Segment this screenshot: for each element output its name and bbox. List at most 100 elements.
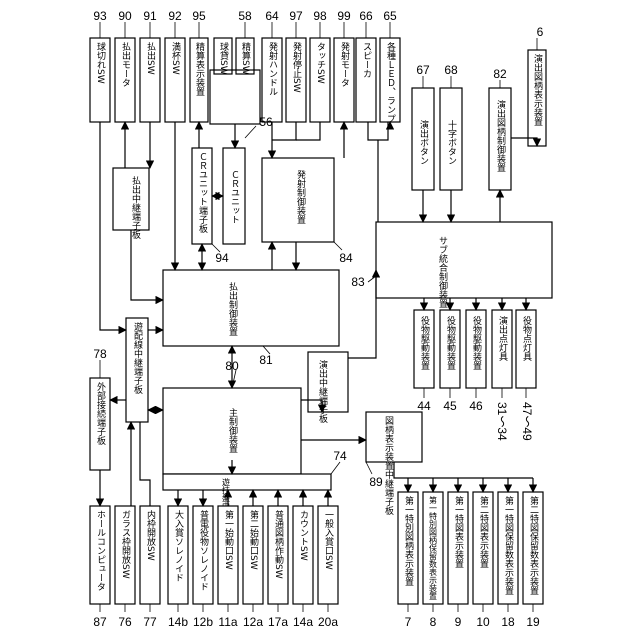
ball-lend-switch: 球貸SW <box>214 38 232 75</box>
svg-text:払出制御装置: 払出制御装置 <box>227 281 238 336</box>
role-drive-device-46: 役物駆動装置 <box>466 310 486 388</box>
svg-text:第二始動口SW: 第二始動口SW <box>248 509 259 570</box>
ref-44: 44 <box>417 399 431 413</box>
general-prize-switch: 一般入賞口SW <box>318 506 338 604</box>
svg-text:普電役物ソレノイド: 普電役物ソレノイド <box>198 509 209 591</box>
ref-65: 65 <box>383 9 397 23</box>
ref-64: 64 <box>265 9 279 23</box>
ordinary-role-solenoid: 普電役物ソレノイド <box>193 506 213 604</box>
ref-11a: 11a <box>218 615 237 629</box>
ref-90: 90 <box>118 9 132 23</box>
svg-text:各種ＬＥＤ、ランプ: 各種ＬＥＤ、ランプ <box>385 41 396 123</box>
svg-text:遊配線中継端子板: 遊配線中継端子板 <box>132 321 143 395</box>
normal-pattern-switch: 普通図柄作動SW <box>268 506 288 604</box>
ref-14b: 14b <box>168 615 188 629</box>
ref-82: 82 <box>493 67 507 81</box>
payout-controller: 払出制御装置 <box>163 270 339 346</box>
svg-text:発射モータ: 発射モータ <box>339 41 350 87</box>
ref-66: 66 <box>359 9 373 23</box>
role-drive-device-45: 役物駆動装置 <box>440 310 460 388</box>
wiring-relay-board: 遊配線中継端子板 <box>126 318 148 422</box>
ref-94: 94 <box>215 251 229 265</box>
svg-text:役物駆動装置: 役物駆動装置 <box>419 315 430 370</box>
full-tank-switch: 満杯SW <box>165 38 185 122</box>
display-10: 第二特図表示装置 <box>473 492 493 604</box>
effect-pattern-display: 演出図柄表示装置 <box>528 50 546 146</box>
second-start-switch: 第二始動口SW <box>243 506 263 604</box>
svg-text:第一特別図柄保留数表示装置: 第一特別図柄保留数表示装置 <box>429 495 438 600</box>
svg-text:サブ統合制御装置: サブ統合制御装置 <box>437 236 448 308</box>
svg-text:主制御装置: 主制御装置 <box>227 407 238 453</box>
ref-93: 93 <box>93 9 107 23</box>
svg-text:払出モータ: 払出モータ <box>120 41 131 87</box>
svg-text:払出SW: 払出SW <box>145 41 156 75</box>
effect-pattern-controller: 演出図柄制御装置 <box>489 88 511 190</box>
ref-95: 95 <box>192 9 206 23</box>
ref-9: 9 <box>455 615 462 629</box>
ref-97: 97 <box>289 9 303 23</box>
svg-text:図柄表示装置中継端子板: 図柄表示装置中継端子板 <box>383 416 394 516</box>
ref-12a: 12a <box>243 615 263 629</box>
svg-text:精算表示装置: 精算表示装置 <box>194 41 205 96</box>
ref-6: 6 <box>537 25 544 39</box>
svg-text:発射制御装置: 発射制御装置 <box>295 169 306 224</box>
ref-46: 46 <box>469 399 483 413</box>
settle-switch: 精算SW <box>236 38 254 75</box>
cr-unit-terminal-board: ＣＲユニット端子板 <box>192 148 212 244</box>
cr-unit: ＣＲユニット <box>223 148 245 244</box>
ref-83: 83 <box>351 275 365 289</box>
ref-76: 76 <box>118 615 132 629</box>
role-lamp: 役物点灯具 <box>516 310 536 388</box>
ref-84: 84 <box>339 251 353 265</box>
first-start-switch: 第一始動口SW <box>218 506 238 604</box>
ref-78: 78 <box>93 347 107 361</box>
ref-91: 91 <box>143 9 157 23</box>
svg-text:スピーカ: スピーカ <box>361 42 371 78</box>
svg-text:第一始動口SW: 第一始動口SW <box>223 509 234 570</box>
svg-text:役物駆動装置: 役物駆動装置 <box>445 315 456 370</box>
svg-text:十字ボタン: 十字ボタン <box>446 119 457 165</box>
svg-text:内枠開放SW: 内枠開放SW <box>145 509 156 561</box>
svg-text:球切れSW: 球切れSW <box>95 41 106 84</box>
svg-text:一般入賞口SW: 一般入賞口SW <box>323 510 334 570</box>
svg-text:外部接続端子板: 外部接続端子板 <box>95 381 106 446</box>
display-7: 第一特別図柄表示装置 <box>398 492 418 604</box>
svg-text:普通図柄作動SW: 普通図柄作動SW <box>273 509 284 579</box>
ref-18: 18 <box>501 615 515 629</box>
ref-77: 77 <box>143 615 157 629</box>
svg-text:演出ボタン: 演出ボタン <box>418 119 429 165</box>
svg-text:第一特図保留数表示装置: 第一特図保留数表示装置 <box>503 495 514 595</box>
cross-button: 十字ボタン <box>440 88 462 190</box>
effect-button: 演出ボタン <box>412 88 434 190</box>
ref-92: 92 <box>168 9 182 23</box>
ref-98: 98 <box>313 9 327 23</box>
ref-19: 19 <box>526 615 540 629</box>
glass-frame-open-switch: ガラス枠開放SW <box>115 506 135 604</box>
touch-switch: タッチSW <box>310 38 330 122</box>
ref-10: 10 <box>476 615 490 629</box>
svg-text:カウントSW: カウントSW <box>298 510 308 561</box>
svg-text:発射ハンドル: 発射ハンドル <box>267 41 278 96</box>
ref-89: 89 <box>369 475 383 489</box>
ref-20a: 20a <box>318 615 338 629</box>
ref-17a: 17a <box>268 615 288 629</box>
payout-relay-board: 払出中継端子板 <box>113 168 149 240</box>
ref-31-34: 31〜34 <box>495 402 509 441</box>
svg-text:満杯SW: 満杯SW <box>170 42 181 75</box>
ref-8: 8 <box>430 615 437 629</box>
svg-text:ＣＲユニット: ＣＲユニット <box>229 170 240 224</box>
display-19: 第二特図保留数表示装置 <box>523 492 543 604</box>
ref-99: 99 <box>337 9 351 23</box>
count-switch: カウントSW <box>293 506 313 604</box>
display-8: 第一特別図柄保留数表示装置 <box>423 492 443 604</box>
svg-text:演出図柄制御装置: 演出図柄制御装置 <box>495 99 506 172</box>
ball-shortage-switch: 球切れSW <box>90 38 110 122</box>
svg-text:ＣＲユニット端子板: ＣＲユニット端子板 <box>197 152 208 234</box>
svg-text:第二特図保留数表示装置: 第二特図保留数表示装置 <box>528 495 539 595</box>
ref-7: 7 <box>405 615 412 629</box>
svg-text:大入賞ソレノイド: 大入賞ソレノイド <box>173 509 184 582</box>
payout-switch: 払出SW <box>140 38 160 122</box>
svg-text:第二特図表示装置: 第二特図表示装置 <box>478 495 489 568</box>
svg-text:役物点灯具: 役物点灯具 <box>521 315 532 362</box>
svg-text:ガラス枠開放SW: ガラス枠開放SW <box>120 510 131 579</box>
